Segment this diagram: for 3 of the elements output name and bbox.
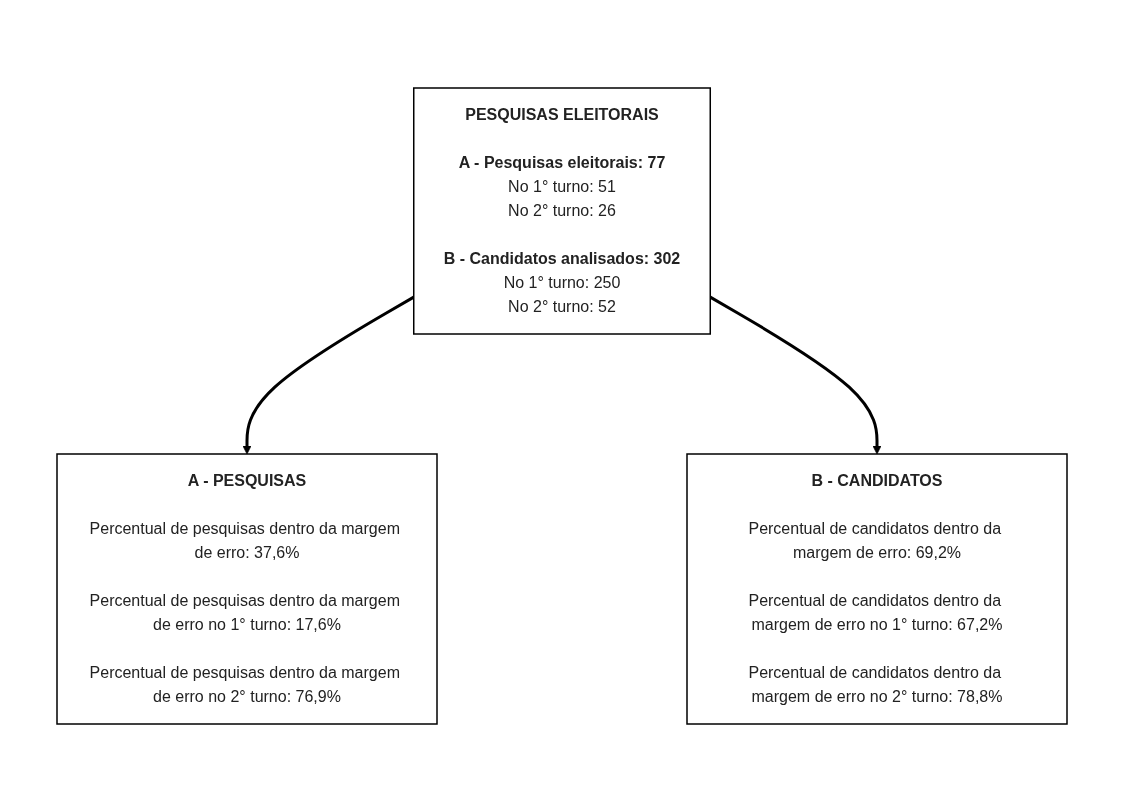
node-box: B - CANDIDATOS Percentual de candidatos dentro da margem de erro: 69,2% Percentual de candidatos dentro da margem de erro no 1° turno: 67,2% Percentual de candidatos dentro da margem de erro no 2° turno: 78,8%	[686, 452, 1068, 725]
node-box: A - PESQUISAS Percentual de pesquisas dentro da margem de erro: 37,6% Percentual de pesquisas dentro da margem de erro no 1° turno: 17,6% Percentual de pesquisas dentro da margem de erro no 2° turno: 76,9%	[56, 452, 438, 725]
node-box: PESQUISAS ELEITORAIS A - Pesquisas eleitorais: 77 No 1° turno: 51 No 2° turno: 26 B - Candidatos analisados: 302 No 1° turno: 250 No 2° turno: 52	[413, 86, 711, 335]
